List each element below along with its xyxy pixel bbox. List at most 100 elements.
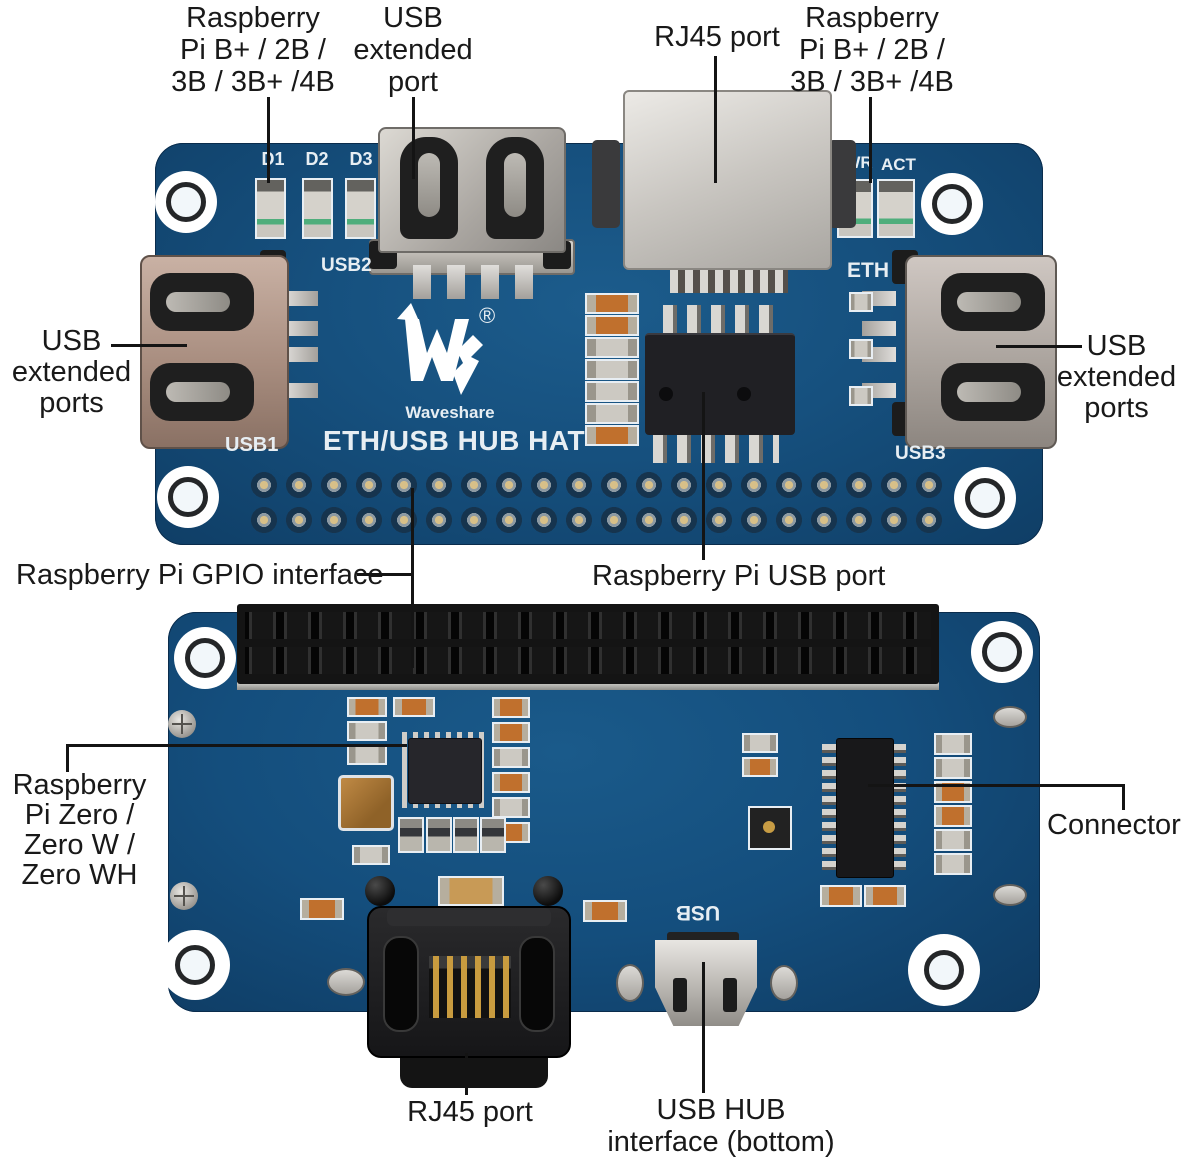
smd-component [934, 733, 972, 755]
smd-component [585, 381, 639, 402]
alignment-post [533, 876, 563, 906]
callout-line [66, 744, 69, 772]
mounting-hole [908, 934, 980, 1006]
smd-component [820, 885, 862, 907]
label-line: USB [383, 2, 443, 34]
solder-pad [616, 964, 644, 1002]
usb2-pin [481, 265, 499, 299]
usb1-contact-fork [150, 273, 254, 331]
rj45-jack-bottom [367, 906, 571, 1058]
usb1-connector-body [140, 255, 289, 449]
smd-component [426, 817, 452, 853]
label-line: ports [1084, 392, 1149, 424]
label-line: 3B / 3B+ /4B [171, 66, 335, 98]
label-gpio-interface: Raspberry Pi GPIO interface [16, 559, 384, 591]
smd-component [492, 772, 530, 793]
smd-component [453, 817, 479, 853]
label-pi-zero-models: Raspberry Pi Zero / Zero W / Zero WH [2, 770, 157, 890]
micro-usb-slot [673, 978, 687, 1012]
mounting-hole [921, 173, 983, 235]
label-line: Pi Zero / [24, 799, 135, 831]
smd-component [347, 721, 387, 741]
mounting-hole [155, 171, 217, 233]
ethernet-chip [408, 738, 482, 804]
smd-component [300, 898, 344, 920]
ic-pins [653, 433, 779, 463]
usb2-contact-fork [400, 137, 458, 239]
usb2-pin [447, 265, 465, 299]
callout-line [702, 962, 705, 1093]
smd-component [849, 339, 873, 359]
micro-usb-slot [723, 978, 737, 1012]
label-line: Pi B+ / 2B / [799, 34, 945, 66]
label-pi-models-left: Raspberry Pi B+ / 2B / 3B / 3B+ /4B [153, 2, 353, 98]
usb1-pin [284, 383, 318, 398]
callout-line [465, 1053, 468, 1095]
callout-line [996, 345, 1082, 348]
smd-component [585, 425, 639, 446]
label-line: port [388, 66, 438, 98]
small-chip [748, 806, 792, 850]
smd-component [393, 697, 435, 717]
callout-line [869, 97, 872, 183]
led-d1 [255, 178, 286, 239]
solder-pad [993, 706, 1027, 728]
micro-usb-connector [655, 940, 757, 1026]
callout-line [411, 488, 414, 668]
led-d2 [302, 178, 333, 239]
usb1-pin [284, 291, 318, 306]
callout-line [357, 573, 414, 576]
label-line: ports [39, 387, 104, 419]
smd-component [864, 885, 906, 907]
label-line: extended [353, 34, 473, 66]
smd-component [742, 757, 778, 777]
chip-dot [763, 821, 775, 833]
screw [168, 710, 196, 738]
rj45-connector-top [623, 90, 832, 270]
ssop-chip [836, 738, 894, 878]
smd-component [438, 876, 504, 906]
silkscreen-usb-bottom: USB [675, 901, 721, 924]
label-line: USB HUB [656, 1094, 786, 1126]
smd-component [585, 337, 639, 358]
gpio-header-sockets [245, 647, 931, 674]
gpio-header-sockets [245, 612, 931, 639]
silkscreen-usb1: USB1 [225, 434, 279, 456]
ssop-pins [822, 744, 836, 870]
smd-component [934, 805, 972, 827]
label-usb-extended-port: USB extended port [333, 2, 493, 98]
gpio-header-edge [237, 682, 939, 690]
label-usb-extended-left: USB extended ports [0, 326, 143, 419]
smd-component [492, 722, 530, 743]
usb2-connector-body [378, 127, 566, 253]
rj45-slot [383, 936, 419, 1032]
usb3-contact-fork [941, 273, 1045, 331]
smd-component [742, 733, 778, 753]
led-act [877, 179, 915, 238]
smd-component [398, 817, 424, 853]
smd-component [347, 697, 387, 717]
usb1-pin [284, 321, 318, 336]
label-line: USB [1086, 330, 1147, 362]
label-usb-hub-interface: USB HUB interface (bottom) [590, 1094, 852, 1158]
callout-line [714, 56, 717, 183]
silkscreen-d3: D3 [349, 149, 373, 169]
mounting-hole [157, 466, 219, 528]
rj45-lip [387, 908, 551, 926]
bottom-board-pcb: USB [160, 604, 1040, 1088]
smd-component [347, 745, 387, 765]
callout-line [66, 744, 407, 747]
registered-mark: ® [479, 303, 496, 328]
solder-pad [327, 968, 365, 996]
label-connector: Connector [1047, 809, 1181, 841]
label-line: Zero WH [21, 859, 138, 891]
label-line: USB [41, 325, 102, 357]
label-line: extended [1056, 361, 1177, 393]
smd-component [492, 697, 530, 718]
callout-line [702, 392, 705, 560]
product-title: ETH/USB HUB HAT [323, 425, 586, 456]
label-line: interface (bottom) [607, 1126, 835, 1158]
silkscreen-act: ACT [881, 155, 916, 174]
silkscreen-usb3: USB3 [895, 443, 946, 464]
label-line: extended [11, 356, 132, 388]
